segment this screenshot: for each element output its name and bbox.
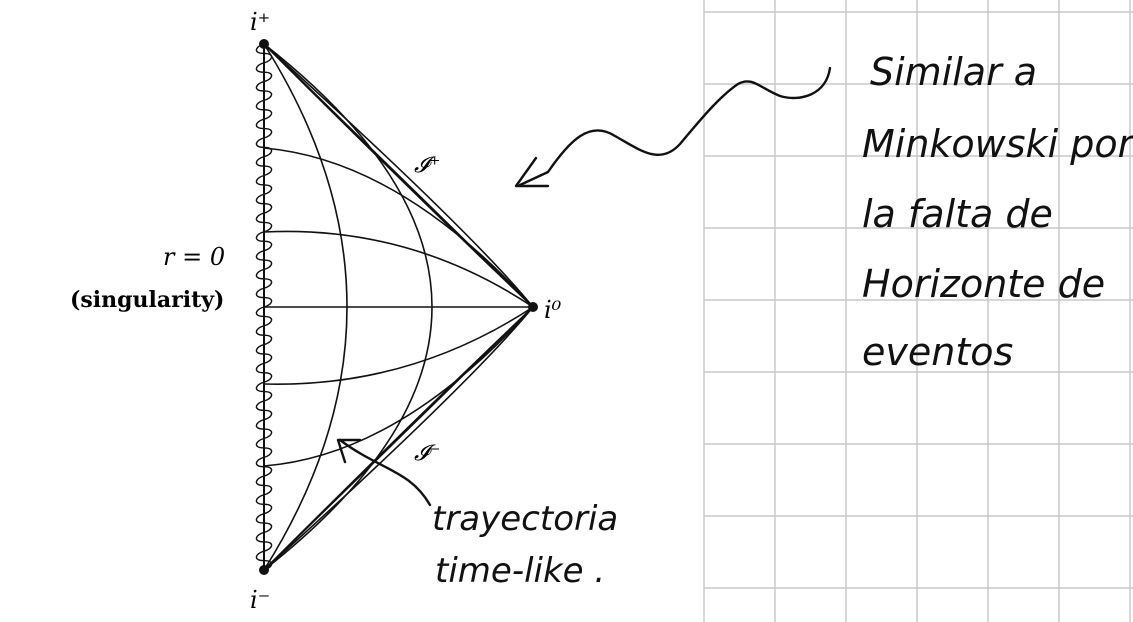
i-plus-point [259,39,269,49]
similar-note-line: eventos [862,330,1013,374]
similar-note-line: Similar a [870,50,1037,94]
constant-r-curve [263,43,348,571]
radial-line [263,306,534,571]
trajectory-note-line: time-like . [435,551,605,591]
trajectory-arrow-head [336,438,362,464]
similar-note: Similar a Minkowski por la falta de Hori… [862,50,1133,374]
trajectory-note: trayectoria time-like . [432,499,618,591]
radial-line [263,306,534,571]
trajectory-arrow [338,438,432,507]
i-zero-label: i⁰ [544,296,562,324]
constant-time-slice [263,147,534,308]
note-arrow-head [514,156,550,188]
i-zero-point [528,302,538,312]
constant-time-slice [263,306,534,467]
i-plus-label: i⁺ [250,8,270,36]
scri-plus-label: 𝓘⁺ [414,153,440,178]
radial-line [263,43,534,308]
scri-minus-label: 𝓘⁻ [414,441,440,466]
penrose-diagram [255,43,534,571]
singularity-label: (singularity) [70,287,224,313]
similar-note-line: Horizonte de [862,262,1105,306]
trajectory-note-line: trayectoria [432,499,618,539]
grid-paper [703,0,1133,622]
i-minus-point [259,565,269,575]
similar-note-line: la falta de [862,192,1053,236]
constant-time-slice [263,230,534,308]
r-equals-zero-label: r = 0 [163,243,225,271]
note-arrow [518,66,832,187]
radial-line [263,43,534,308]
similar-note-line: Minkowski por [862,122,1133,166]
i-minus-label: i⁻ [250,586,270,614]
constant-time-slice [263,306,534,385]
